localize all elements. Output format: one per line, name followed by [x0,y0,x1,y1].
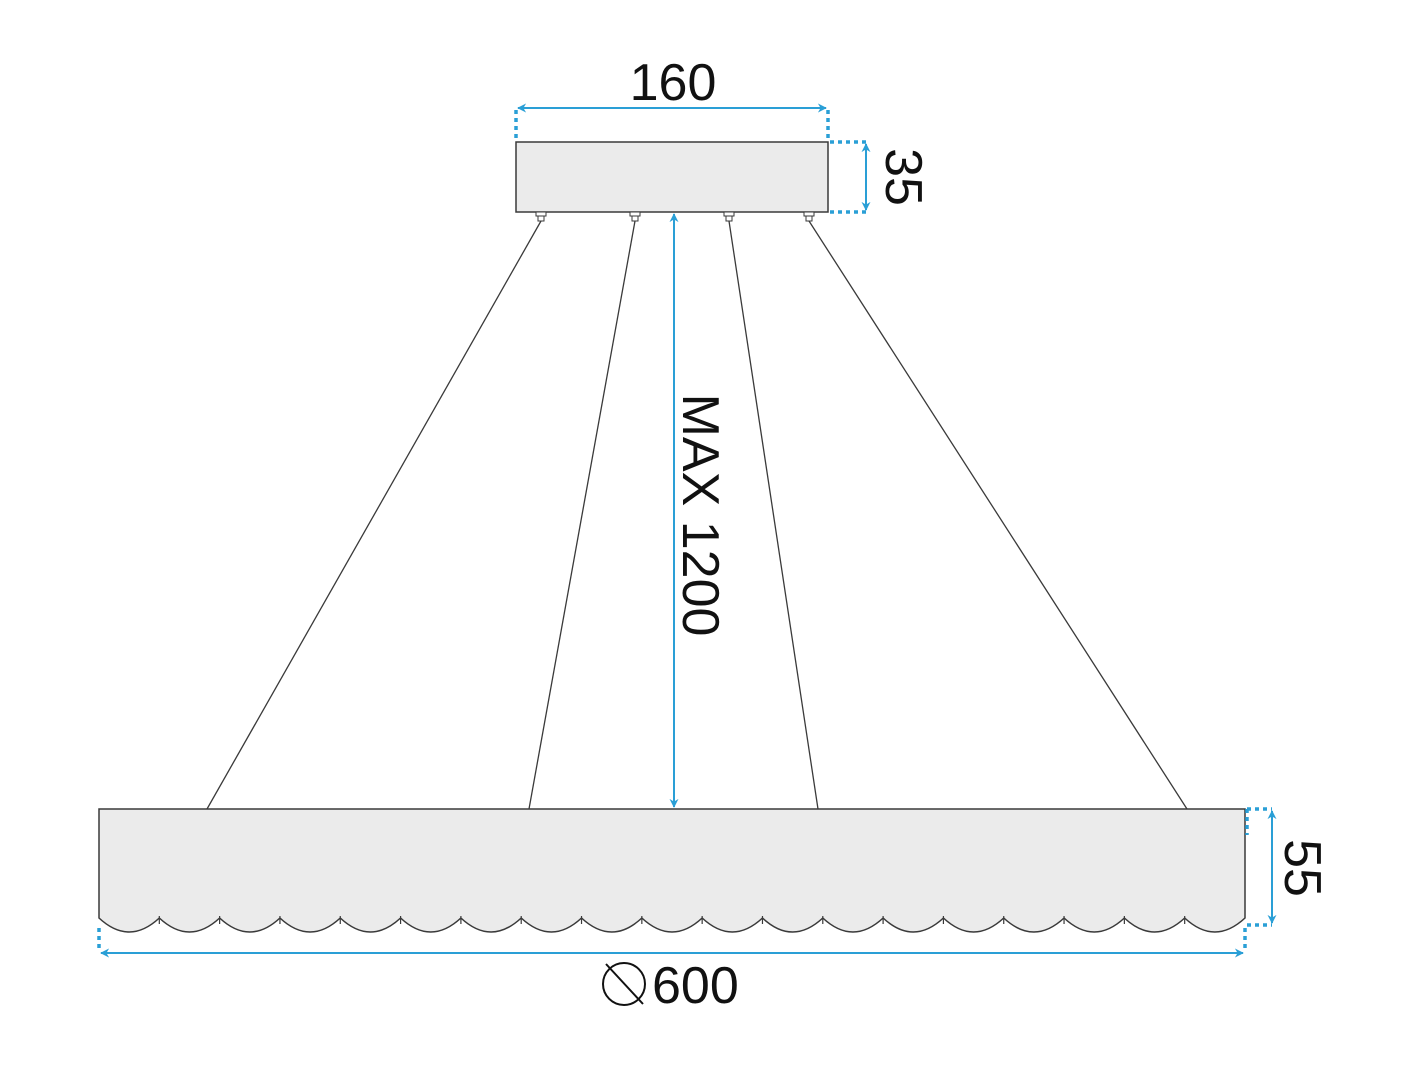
clamp [535,211,547,222]
dimension-ring-diameter: 600 [97,928,1247,1015]
dimension-canopy-height: 35 [830,140,932,214]
cable-inner-left [528,220,636,810]
cable-outer-left [206,220,542,810]
diameter-symbol-icon [602,962,646,1006]
dimension-max-cable-length: MAX 1200 [669,213,729,808]
ceiling-canopy [515,141,829,213]
lamp-ring-body [98,808,1246,933]
clamp [723,211,735,222]
ring-scallop-ticks [158,916,1186,924]
canopy-height-label: 35 [874,148,932,206]
cable-clamps [535,211,815,222]
cable-outer-right [808,220,1188,810]
max-cable-length-label: MAX 1200 [671,394,729,637]
clamp [629,211,641,222]
clamp [803,211,815,222]
ring-height-label: 55 [1273,839,1331,897]
cable-inner-right [728,220,819,810]
ring-diameter-label: 600 [652,957,739,1015]
dimension-canopy-width: 160 [514,54,830,142]
canopy-width-label: 160 [630,54,717,112]
suspension-cables [206,220,1188,810]
dimension-ring-height: 55 [1245,807,1331,927]
